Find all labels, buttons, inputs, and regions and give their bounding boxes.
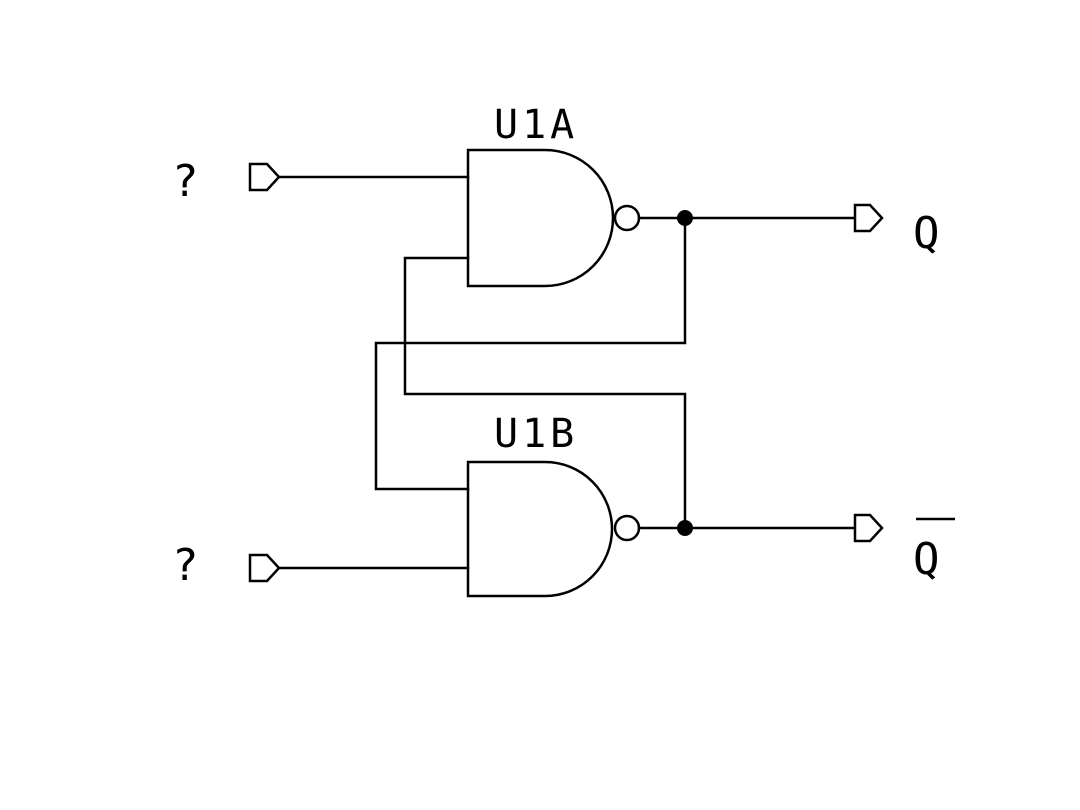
output-port-arrow-icon [853,203,884,233]
output-port-q-bar: Q [853,513,955,585]
input-port-arrow-icon [248,162,281,192]
wires [277,175,855,570]
input-top-label: ? [172,156,199,207]
wire-feedback-q [374,216,687,491]
inversion-bubble-u1a [613,204,641,232]
junction-dot-q [677,210,693,226]
gate-u1b: U1B [466,411,641,598]
output-port-q: Q [853,203,940,259]
input-port-arrow-icon [248,553,281,583]
gate-u1a-label: U1A [494,102,578,148]
output-port-arrow-icon [853,513,884,543]
wire-feedback-q-bar [403,256,687,530]
input-bottom-label: ? [172,540,199,591]
nand-gate-u1b-body [466,460,614,598]
output-q-bar-label: Q [913,534,940,585]
gate-u1a: U1A [466,102,641,288]
junction-dot-q-bar [677,520,693,536]
input-port-top: ? [172,156,281,207]
input-port-bottom: ? [172,540,281,591]
inversion-bubble-u1b [613,514,641,542]
output-q-label: Q [913,208,940,259]
nand-gate-u1a-body [466,148,615,288]
gate-u1b-label: U1B [494,411,578,457]
